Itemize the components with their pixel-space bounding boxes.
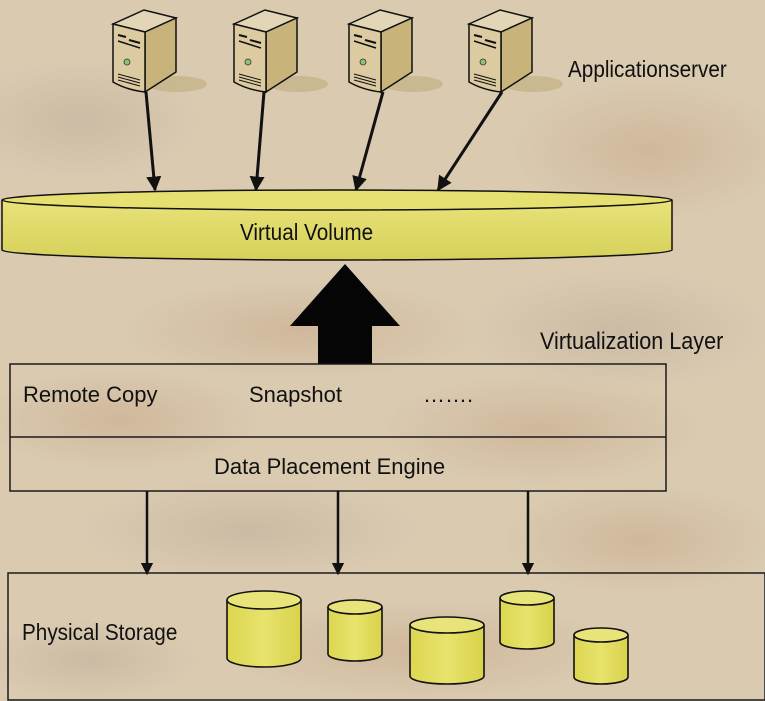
server-to-volume-arrows bbox=[144, 91, 504, 192]
physical-storage-label: Physical Storage bbox=[22, 619, 178, 645]
virtual-volume-cylinder[interactable] bbox=[1, 189, 673, 261]
remote-copy-label[interactable]: Remote Copy bbox=[23, 382, 158, 407]
storage-disk-icon[interactable] bbox=[573, 627, 629, 685]
storage-disk-icon[interactable] bbox=[499, 590, 555, 650]
storage-disk-icon[interactable] bbox=[226, 590, 302, 668]
more-features-ellipsis: ……. bbox=[423, 382, 474, 407]
arrow-server-4 bbox=[436, 91, 504, 192]
data-placement-engine-label[interactable]: Data Placement Engine bbox=[214, 454, 446, 479]
storage-disk-icon[interactable] bbox=[409, 616, 485, 685]
server-icon[interactable] bbox=[466, 9, 563, 94]
physical-storage-box[interactable] bbox=[7, 572, 765, 701]
server-icon[interactable] bbox=[231, 9, 328, 94]
engine-to-storage-arrows bbox=[140, 491, 535, 576]
storage-disk-icon[interactable] bbox=[327, 599, 383, 662]
arrow-server-3 bbox=[352, 91, 385, 192]
arrow-server-2 bbox=[249, 91, 266, 192]
server-icon[interactable] bbox=[110, 9, 207, 94]
snapshot-label[interactable]: Snapshot bbox=[249, 382, 342, 407]
big-up-arrow bbox=[290, 264, 400, 364]
virtualization-layer-label: Virtualization Layer bbox=[540, 328, 724, 355]
virtual-volume-label: Virtual Volume bbox=[240, 219, 374, 245]
arrow-server-1 bbox=[144, 91, 162, 192]
application-server-label: Applicationserver bbox=[568, 56, 727, 82]
server-icon[interactable] bbox=[346, 9, 443, 94]
